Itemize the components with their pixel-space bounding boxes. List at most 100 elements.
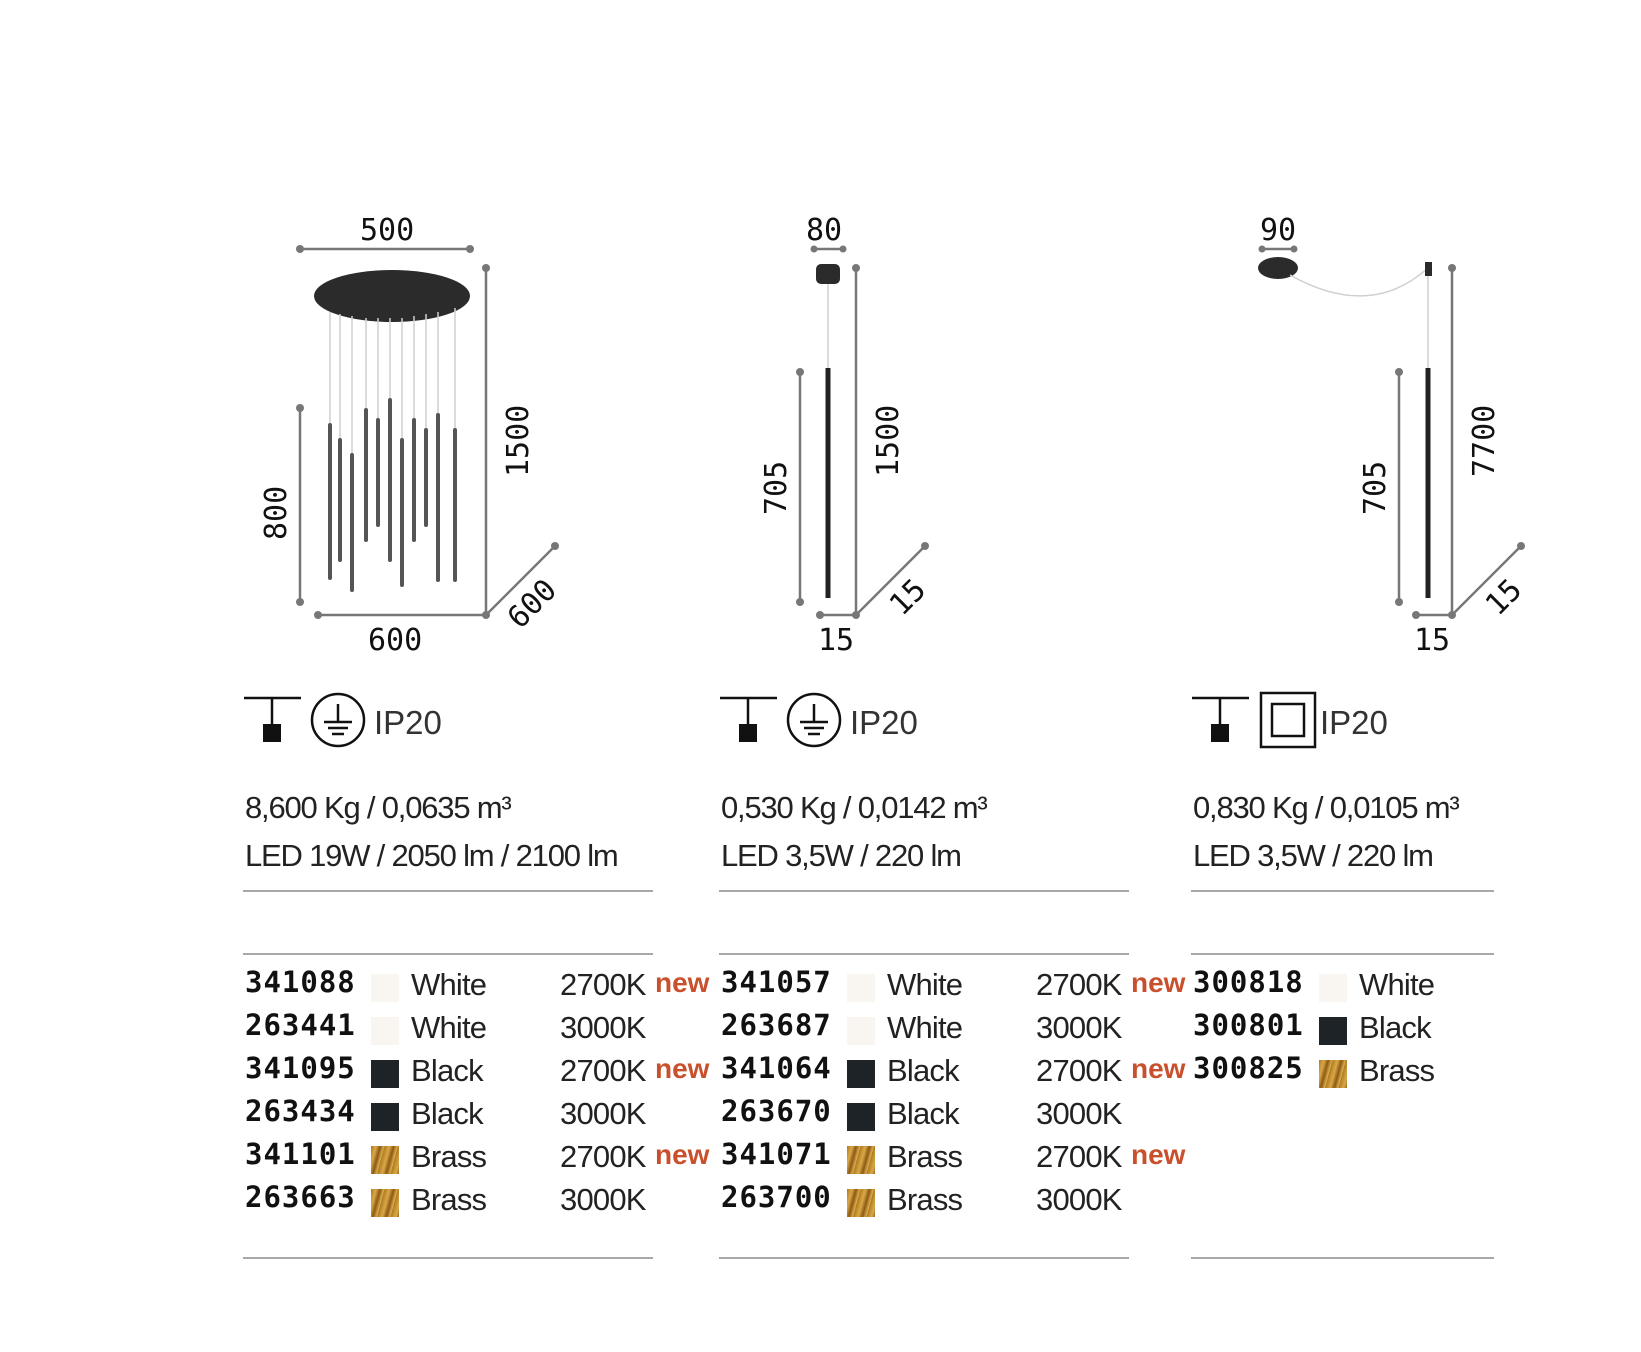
dim-total-height: 1500 bbox=[501, 405, 536, 477]
finish-name: Black bbox=[411, 1053, 484, 1088]
new-badge: new bbox=[1131, 967, 1186, 998]
finish-swatch bbox=[371, 1017, 399, 1045]
article-code: 300825 bbox=[1193, 1051, 1304, 1085]
article-code: 341101 bbox=[245, 1137, 356, 1171]
article-code: 300801 bbox=[1193, 1008, 1304, 1042]
article-code: 263441 bbox=[245, 1008, 356, 1042]
color-temperature: 2700K bbox=[560, 1053, 646, 1088]
article-code: 300818 bbox=[1193, 965, 1304, 999]
dim-base-width: 15 bbox=[1414, 623, 1450, 658]
weight-volume: 0,530 Kg / 0,0142 m³ bbox=[721, 790, 988, 825]
finish-swatch bbox=[1319, 1060, 1347, 1088]
color-temperature: 3000K bbox=[1036, 1096, 1122, 1131]
divider bbox=[1191, 890, 1494, 892]
finish-name: Brass bbox=[887, 1139, 963, 1174]
variant-row: 300801 Black bbox=[1191, 1008, 1641, 1051]
divider bbox=[243, 890, 653, 892]
finish-swatch bbox=[847, 1146, 875, 1174]
canopy-shape bbox=[816, 264, 840, 284]
weight-volume: 8,600 Kg / 0,0635 m³ bbox=[245, 790, 512, 825]
dim-base-width: 15 bbox=[818, 623, 854, 658]
variant-row: 263434 Black 3000K bbox=[243, 1094, 723, 1137]
color-temperature: 2700K bbox=[560, 967, 646, 1002]
color-temperature: 2700K bbox=[560, 1139, 646, 1174]
finish-name: Brass bbox=[411, 1139, 487, 1174]
divider bbox=[719, 890, 1129, 892]
dim-depth: 15 bbox=[1479, 572, 1529, 622]
led-spec: LED 19W / 2050 lm / 2100 lm bbox=[245, 838, 619, 873]
variant-row: 263687 White 3000K bbox=[719, 1008, 1199, 1051]
dim-top-width: 500 bbox=[360, 213, 414, 248]
finish-swatch bbox=[847, 974, 875, 1002]
variant-row: 300818 White bbox=[1191, 965, 1641, 1008]
canopy-shape bbox=[1258, 257, 1298, 279]
article-code: 341095 bbox=[245, 1051, 356, 1085]
article-code: 341088 bbox=[245, 965, 356, 999]
divider bbox=[719, 953, 1129, 955]
dim-base-width: 600 bbox=[368, 623, 422, 658]
article-code: 263434 bbox=[245, 1094, 356, 1128]
suspension-icon bbox=[1192, 696, 1249, 742]
finish-name: Black bbox=[887, 1053, 960, 1088]
ip-rating: IP20 bbox=[1320, 704, 1388, 741]
finish-swatch bbox=[1319, 974, 1347, 1002]
product-column-2: 80 705 1500 15 15 IP20 0,530 Kg / 0,0142… bbox=[719, 0, 1185, 1352]
suspension-icon bbox=[244, 696, 301, 742]
finish-name: Black bbox=[411, 1096, 484, 1131]
new-badge: new bbox=[1131, 1053, 1186, 1084]
divider bbox=[719, 1257, 1129, 1259]
led-spec: LED 3,5W / 220 lm bbox=[721, 838, 962, 873]
divider bbox=[1191, 953, 1494, 955]
finish-name: White bbox=[887, 1010, 963, 1045]
variant-list: 300818 White 300801 Black 300825 Brass bbox=[1191, 965, 1641, 1094]
finish-swatch bbox=[371, 1103, 399, 1131]
finish-name: Brass bbox=[411, 1182, 487, 1217]
finish-name: Brass bbox=[1359, 1053, 1435, 1088]
finish-name: Brass bbox=[887, 1182, 963, 1217]
finish-name: White bbox=[1359, 967, 1435, 1002]
article-code: 263687 bbox=[721, 1008, 832, 1042]
finish-swatch bbox=[847, 1060, 875, 1088]
dim-top-width: 80 bbox=[806, 213, 842, 248]
finish-swatch bbox=[371, 1189, 399, 1217]
finish-name: White bbox=[411, 967, 487, 1002]
ip-rating: IP20 bbox=[374, 704, 442, 741]
divider bbox=[1191, 1257, 1494, 1259]
color-temperature: 3000K bbox=[560, 1182, 646, 1217]
article-code: 263700 bbox=[721, 1180, 832, 1214]
dim-tube-length: 800 bbox=[259, 486, 294, 540]
color-temperature: 3000K bbox=[1036, 1010, 1122, 1045]
color-temperature: 3000K bbox=[560, 1096, 646, 1131]
finish-name: White bbox=[887, 967, 963, 1002]
divider bbox=[243, 953, 653, 955]
suspension-icon bbox=[720, 696, 777, 742]
finish-swatch bbox=[1319, 1017, 1347, 1045]
variant-row: 263663 Brass 3000K bbox=[243, 1180, 723, 1223]
variant-row: 300825 Brass bbox=[1191, 1051, 1641, 1094]
dim-depth: 15 bbox=[883, 572, 933, 622]
product-column-1: 500 800 1500 600 bbox=[243, 0, 709, 1352]
dim-top-width: 90 bbox=[1260, 213, 1296, 248]
article-code: 341057 bbox=[721, 965, 832, 999]
weight-volume: 0,830 Kg / 0,0105 m³ bbox=[1193, 790, 1460, 825]
finish-name: Black bbox=[1359, 1010, 1432, 1045]
canopy-shape bbox=[314, 270, 470, 322]
finish-name: Black bbox=[887, 1096, 960, 1131]
dim-total-height: 7700 bbox=[1467, 405, 1502, 477]
new-badge: new bbox=[1131, 1139, 1186, 1170]
article-code: 263663 bbox=[245, 1180, 356, 1214]
color-temperature: 2700K bbox=[1036, 1139, 1122, 1174]
article-code: 341064 bbox=[721, 1051, 832, 1085]
dim-tube-length: 705 bbox=[759, 461, 794, 515]
ip-rating: IP20 bbox=[850, 704, 918, 741]
dim-depth: 600 bbox=[501, 573, 564, 636]
finish-swatch bbox=[847, 1017, 875, 1045]
finish-swatch bbox=[371, 1060, 399, 1088]
